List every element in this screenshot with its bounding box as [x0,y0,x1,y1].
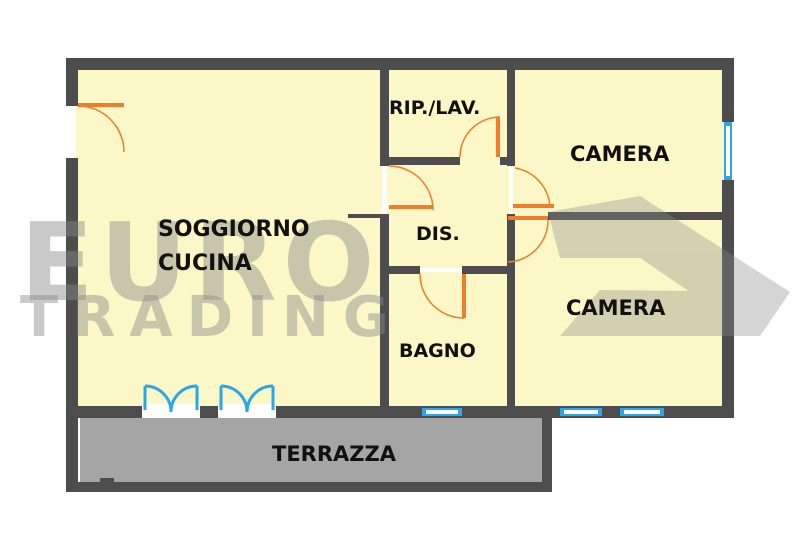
watermark-logo-shape [548,196,790,336]
door-entrance-leaf [78,103,124,107]
label-disimpegno: DIS. [416,223,460,245]
door-camera2-leaf [508,216,548,220]
door-rip-arc [459,116,501,158]
door-bagno-leaf [462,274,466,318]
watermark-line2: TRADING [20,285,403,350]
door-camera1-arc [514,167,551,209]
windows [422,122,732,416]
door-dis-arc [388,165,434,211]
label-camera-2: CAMERA [566,296,666,320]
watermark-line1: EURO [20,201,380,326]
interior-walls [348,62,728,412]
label-bagno: BAGNO [399,340,476,362]
label-soggiorno: SOGGIORNO [158,217,310,242]
door-thresholds [68,106,513,272]
label-cucina: CUCINA [158,251,252,276]
label-terrazza: TERRAZZA [272,442,397,466]
door-dis-leaf [389,205,433,209]
terrace-area [80,416,542,488]
watermark: EURO TRADING [20,196,790,350]
door-bagno-arc [419,273,465,319]
door-rip-leaf [496,117,500,157]
floor-area [72,62,728,414]
doors [77,103,554,319]
door-camera1-leaf [512,204,554,208]
door-camera2-arc [507,219,549,263]
label-ripostiglio: RIP./LAV. [389,97,480,119]
label-camera-1: CAMERA [570,142,670,166]
french-windows [142,384,276,418]
